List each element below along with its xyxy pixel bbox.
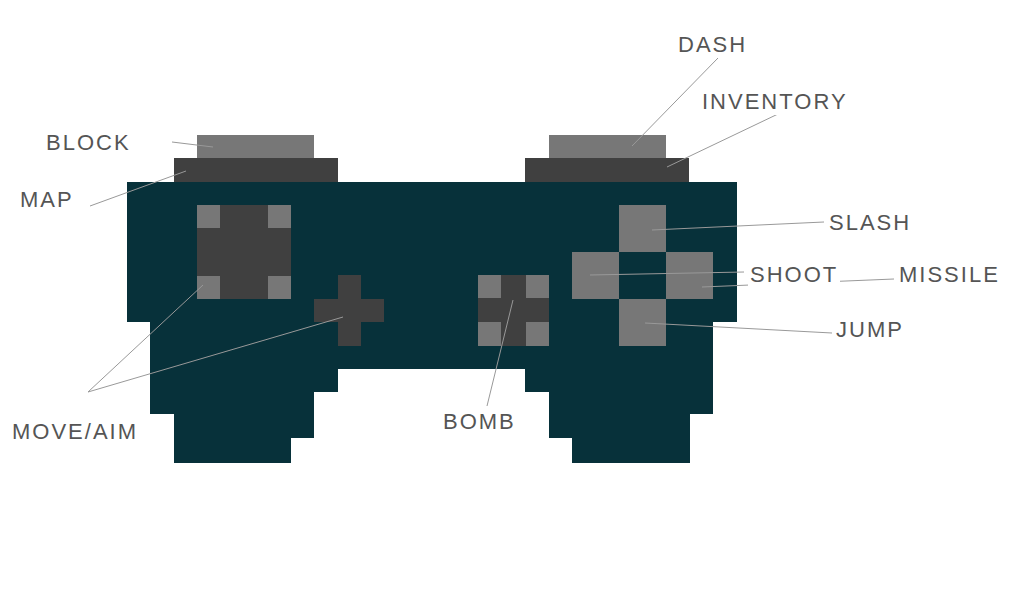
face-buttons — [572, 205, 713, 346]
control-label: JUMP — [834, 317, 906, 343]
control-label: INVENTORY — [700, 89, 850, 115]
left-bumper — [174, 158, 338, 182]
control-label: DASH — [676, 32, 749, 58]
left-stick — [197, 205, 291, 299]
d-pad — [314, 275, 384, 346]
right-bumper — [525, 158, 689, 182]
control-label: SLASH — [827, 210, 913, 236]
controller-body — [127, 182, 737, 463]
right-trigger — [549, 135, 666, 158]
control-label: MAP — [18, 187, 76, 213]
control-label: BOMB — [441, 409, 518, 435]
leader-lines — [88, 58, 894, 406]
control-label: BLOCK — [44, 130, 133, 156]
left-trigger — [197, 135, 314, 158]
right-stick — [478, 275, 549, 346]
control-label: SHOOT — [748, 262, 840, 288]
control-label: MISSILE — [897, 262, 1002, 288]
control-label: MOVE/AIM — [10, 419, 140, 445]
